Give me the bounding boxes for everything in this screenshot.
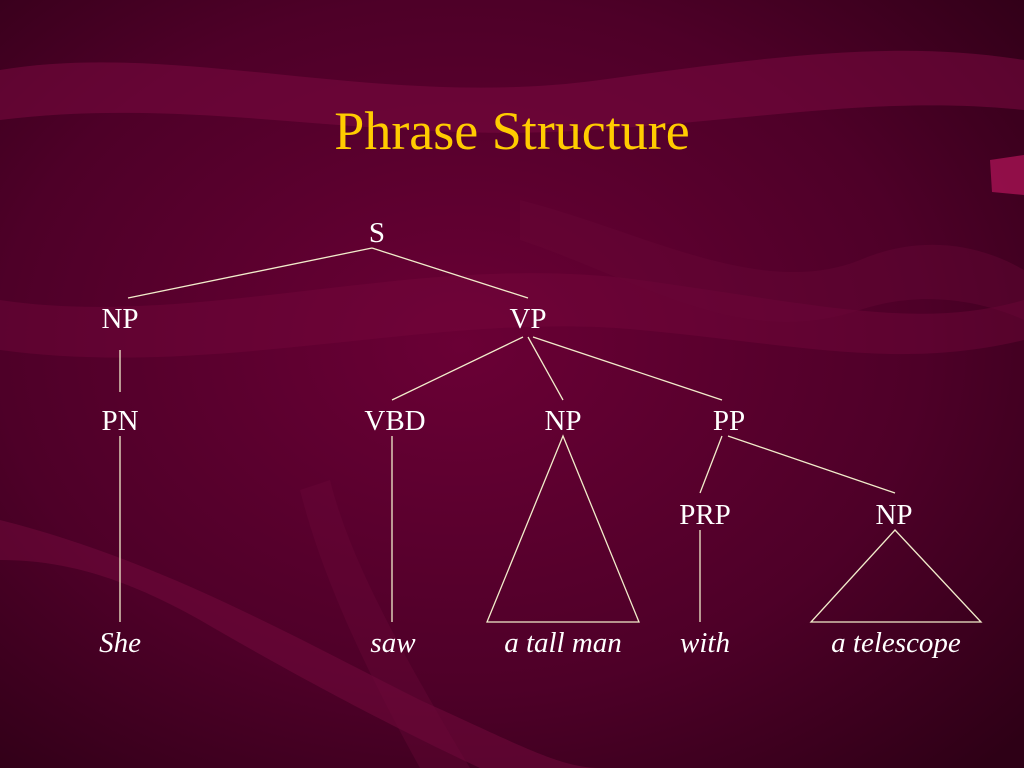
node-pn: PN — [101, 405, 138, 437]
edge-vp-np2 — [527, 336, 564, 401]
triangle-np2-tall-man — [486, 434, 640, 623]
node-np2: NP — [544, 405, 581, 437]
edge-pp-np3 — [727, 435, 896, 494]
triangle-np3-telescope — [809, 529, 983, 623]
tree-labels: S NP VP PN VBD NP PP PRP NP She saw a tall man with a… — [99, 217, 961, 659]
edge-s-vp — [371, 247, 529, 299]
node-np1: NP — [101, 303, 138, 335]
node-vbd: VBD — [364, 405, 425, 437]
node-vp: VP — [509, 303, 546, 335]
edge-pp-prp — [699, 435, 723, 494]
leaf-saw: saw — [370, 627, 416, 659]
node-prp: PRP — [679, 499, 731, 531]
node-s: S — [369, 217, 385, 249]
node-pp: PP — [713, 405, 745, 437]
slide-title: Phrase Structure — [334, 101, 690, 161]
leaf-tall-man: a tall man — [504, 627, 622, 659]
tree-edges — [119, 247, 983, 623]
edge-vp-vbd — [391, 336, 524, 401]
leaf-telescope: a telescope — [831, 627, 961, 659]
node-np3: NP — [875, 499, 912, 531]
edge-s-np1 — [127, 247, 373, 299]
leaf-with: with — [680, 627, 730, 659]
leaf-she: She — [99, 627, 141, 659]
edge-vp-pp — [532, 336, 723, 401]
